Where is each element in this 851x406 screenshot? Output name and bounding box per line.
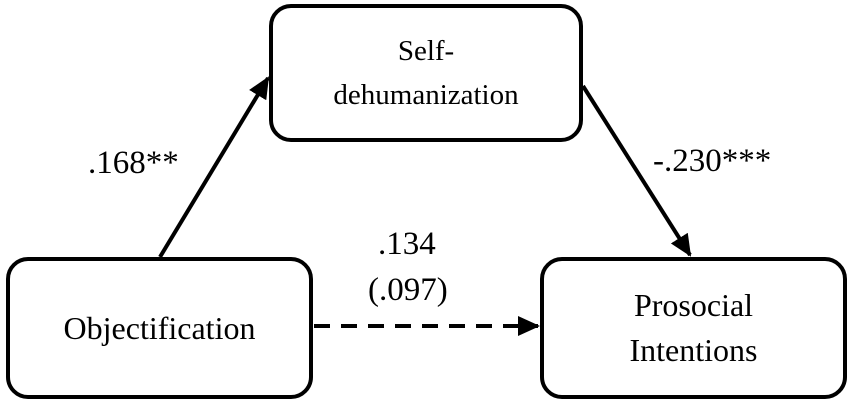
predictor-label: Objectification <box>63 309 256 346</box>
mediator-label-line1: Self- <box>397 35 455 67</box>
mediator-label-line2: dehumanization <box>333 79 519 111</box>
b-path-coefficient: -.230*** <box>653 143 772 179</box>
c-path-direct-coefficient: (.097) <box>368 272 448 308</box>
predictor-box: Objectification <box>6 257 313 399</box>
a-path-coefficient: .168** <box>88 145 179 181</box>
outcome-label-line2: Intentions <box>629 332 758 368</box>
outcome-box: Prosocial Intentions <box>540 257 847 399</box>
arrow-a-path <box>158 76 270 259</box>
arrow-b-path <box>581 84 692 257</box>
outcome-label-line1: Prosocial <box>633 287 754 323</box>
mediator-box: Self- dehumanization <box>269 4 583 142</box>
c-path-total-coefficient: .134 <box>378 226 436 262</box>
